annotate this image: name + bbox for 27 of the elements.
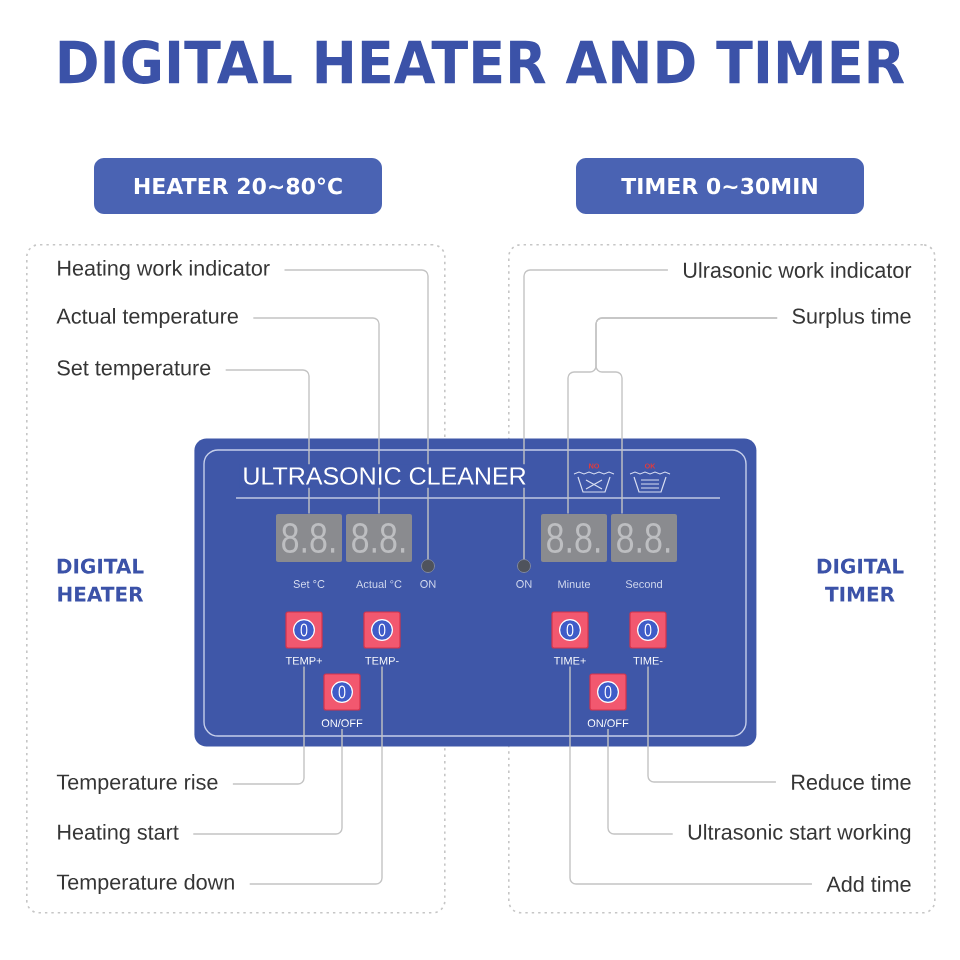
leader-line [192, 728, 343, 835]
indicator-light [421, 559, 435, 573]
callout-text: Ulrasonic work indicator [684, 262, 912, 278]
callout-text: Temperature down [56, 873, 234, 895]
callout-text: Heating start [58, 823, 179, 845]
callout-text: Heating work indicator [58, 259, 270, 281]
indicator-light [517, 559, 531, 573]
callout-text: Ultrasonic start working [688, 823, 911, 845]
callout-text: Reduce time [792, 774, 911, 790]
heading-banner: TIMER 0~30MIN [576, 158, 864, 214]
panel-title: ULTRASONIC CLEANER [239, 464, 530, 488]
leader-line [225, 369, 310, 515]
callout-text: Set temperature [57, 360, 211, 380]
title: DIGITAL HEATER AND TIMER [59, 39, 905, 85]
leader-line [283, 269, 429, 560]
leader-line [232, 665, 305, 785]
leader-line [252, 317, 380, 515]
leader-line [523, 269, 669, 560]
leader-line [569, 665, 813, 885]
leader-line [607, 728, 674, 835]
callout-text: Temperature rise [56, 773, 218, 795]
callout-text: Add time [826, 876, 911, 892]
callout-text: Surplus time [792, 307, 911, 329]
heading-banner: HEATER 20~80°C [94, 158, 382, 214]
leader-line [249, 665, 383, 885]
callout-text: Actual temperature [56, 307, 238, 329]
leader-line [647, 665, 777, 783]
